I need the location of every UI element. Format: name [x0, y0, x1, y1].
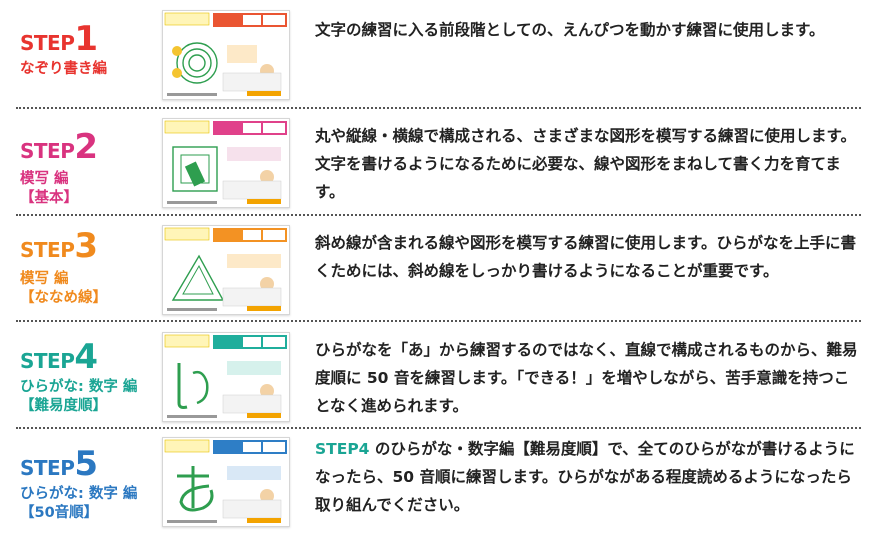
- step-row-2: STEP2 模写 編 【基本】 丸や縦線・横線で構成される、さまざまな図形を模写…: [0, 108, 880, 213]
- step-description-1: 文字の練習に入る前段階としての、えんぴつを動かす練習に使用します。: [315, 21, 825, 39]
- step-subtitle-5: ひらがな: 数字 編 【50音順】: [20, 486, 138, 521]
- step-label-5: STEP5: [20, 444, 98, 484]
- step-row-3: STEP3 模写 編 【ななめ線】 斜め線が含まれる線や図形を模写する練習に使用…: [0, 215, 880, 320]
- step-thumbnail-3: [162, 225, 290, 315]
- step-subtitle-4: ひらがな: 数字 編 【難易度順】: [20, 379, 138, 414]
- separator-4: [16, 427, 861, 429]
- step-thumbnail-5: [162, 437, 290, 527]
- separator-3: [16, 320, 861, 322]
- step-description-5: STEP4 のひらがな・数字編【難易度順】で、全てのひらがなが書けるようになった…: [315, 440, 855, 514]
- step-row-4: STEP4 ひらがな: 数字 編 【難易度順】 ひらがなを「あ」から練習するので…: [0, 322, 880, 427]
- step-description-2: 丸や縦線・横線で構成される、さまざまな図形を模写する練習に使用します。文字を書け…: [315, 127, 856, 201]
- step-thumbnail-4: [162, 332, 290, 422]
- separator-1: [16, 107, 861, 109]
- step-thumbnail-2: [162, 118, 290, 208]
- step-label-4: STEP4: [20, 337, 98, 377]
- step-description-4: ひらがなを「あ」から練習するのではなく、直線で構成されるものから、難易度順に 5…: [315, 341, 858, 415]
- step-subtitle-2: 模写 編 【基本】: [20, 171, 78, 206]
- step-description-3: 斜め線が含まれる線や図形を模写する練習に使用します。ひらがなを上手に書くためには…: [315, 234, 856, 280]
- step-subtitle-3: 模写 編 【ななめ線】: [20, 271, 107, 306]
- step-label-3: STEP3: [20, 226, 98, 266]
- separator-2: [16, 214, 861, 216]
- step-thumbnail-1: [162, 10, 290, 100]
- step-subtitle-1: なぞり書き編: [20, 61, 107, 77]
- step-label-2: STEP2: [20, 127, 98, 167]
- step-row-1: STEP1 なぞり書き編 文字の練習に入る前段階としての、えんぴつを動かす練習に…: [0, 0, 880, 105]
- step-description-5-highlight: STEP4: [315, 440, 370, 458]
- step-label-1: STEP1: [20, 19, 98, 59]
- step-row-5: STEP5 ひらがな: 数字 編 【50音順】 STEP4 のひらがな・数字編【…: [0, 429, 880, 540]
